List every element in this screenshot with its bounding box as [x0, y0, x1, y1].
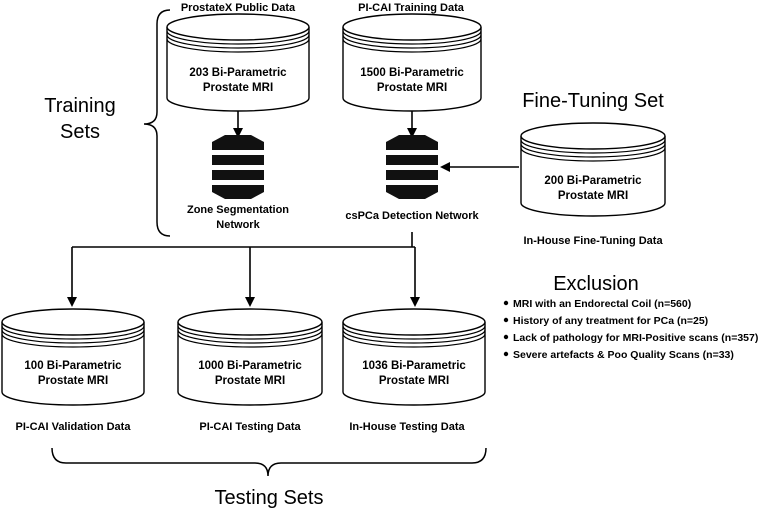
fine-tuning-title: Fine-Tuning Set — [522, 90, 664, 112]
picai-testing-source-label: PI-CAI Testing Data — [199, 421, 301, 433]
testing-sets-title: Testing Sets — [215, 487, 324, 509]
exclusion-item-4: Severe artefacts & Poo Quality Scans (n=… — [513, 349, 734, 361]
picai-testing-database — [177, 308, 323, 406]
zone-network-label-line2: Network — [216, 219, 260, 231]
picai-validation-modality: Prostate MRI — [38, 375, 108, 387]
training-sets-title-line2: Sets — [60, 121, 100, 143]
prostatex-database — [166, 13, 310, 112]
exclusion-bullet — [503, 300, 509, 306]
picai-training-database — [342, 13, 482, 112]
zone-network-label-line1: Zone Segmentation — [187, 204, 289, 216]
exclusion-list: MRI with an Endorectal Coil (n=560) Hist… — [503, 298, 758, 361]
picai-training-source-label: PI-CAI Training Data — [358, 2, 465, 14]
fine-tuning-modality: Prostate MRI — [558, 190, 628, 202]
inhouse-testing-source-label: In-House Testing Data — [349, 421, 465, 433]
fine-tuning-count: 200 Bi-Parametric — [544, 175, 642, 187]
picai-training-modality: Prostate MRI — [377, 82, 447, 94]
training-sets-title-line1: Training — [44, 95, 116, 117]
training-brace — [143, 9, 171, 237]
inhouse-testing-database — [342, 308, 486, 406]
fine-tuning-database — [520, 122, 666, 217]
inhouse-testing-count: 1036 Bi-Parametric — [362, 360, 466, 372]
exclusion-item-1: MRI with an Endorectal Coil (n=560) — [513, 298, 691, 310]
picai-testing-count: 1000 Bi-Parametric — [198, 360, 302, 372]
picai-validation-source-label: PI-CAI Validation Data — [16, 421, 132, 433]
picai-validation-database — [1, 308, 145, 406]
inhouse-testing-modality: Prostate MRI — [379, 375, 449, 387]
picai-validation-count: 100 Bi-Parametric — [24, 360, 122, 372]
picai-testing-modality: Prostate MRI — [215, 375, 285, 387]
exclusion-bullet — [503, 317, 509, 323]
prostatex-count: 203 Bi-Parametric — [189, 67, 287, 79]
fine-tuning-source-label: In-House Fine-Tuning Data — [523, 235, 663, 247]
prostatex-modality: Prostate MRI — [203, 82, 273, 94]
detection-network-label: csPCa Detection Network — [345, 210, 479, 222]
exclusion-bullet — [503, 351, 509, 357]
cspca-detection-network-icon — [386, 135, 438, 199]
picai-training-count: 1500 Bi-Parametric — [360, 67, 464, 79]
exclusion-bullet — [503, 334, 509, 340]
prostatex-source-label: ProstateX Public Data — [181, 2, 296, 14]
exclusion-item-3: Lack of pathology for MRI-Positive scans… — [513, 332, 758, 344]
zone-segmentation-network-icon — [212, 135, 264, 199]
exclusion-title: Exclusion — [553, 273, 639, 295]
exclusion-item-2: History of any treatment for PCa (n=25) — [513, 315, 708, 327]
testing-brace — [51, 447, 487, 477]
